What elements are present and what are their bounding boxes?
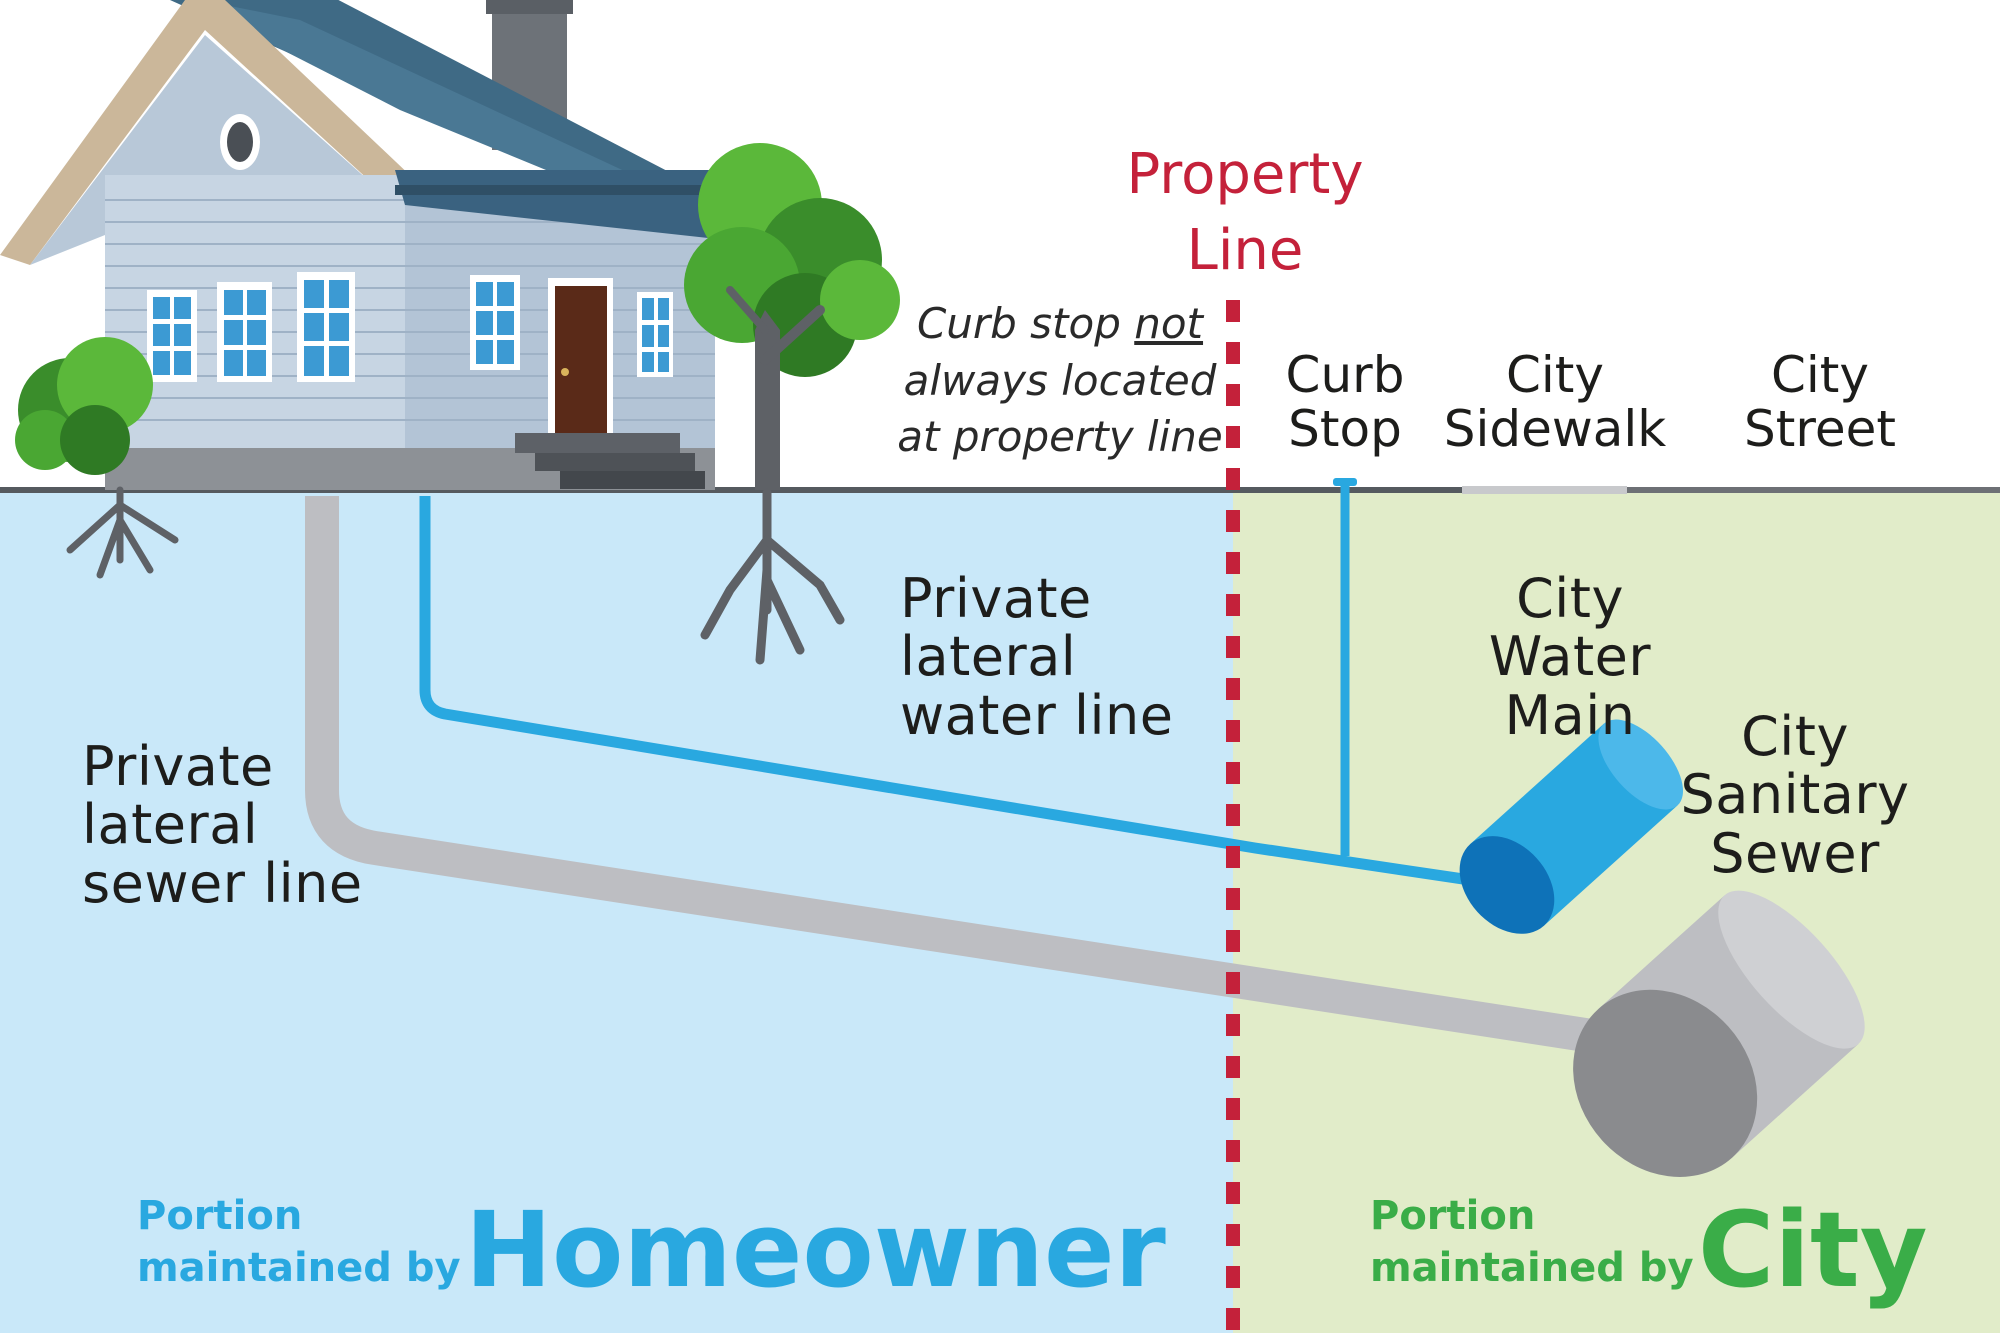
city-water-main-pipe bbox=[1459, 719, 1684, 934]
private-sewer-pipe bbox=[305, 496, 1653, 1062]
private-water-line-label: Private lateral water line bbox=[900, 567, 1174, 747]
curb-stop-riser bbox=[1333, 478, 1357, 856]
curb-stop-note-line2: always located bbox=[903, 355, 1217, 405]
curb-stop-note-prefix: Curb stop bbox=[916, 299, 1135, 348]
city-sanitary-sewer-label-line1: City bbox=[1741, 705, 1849, 768]
curb-stop-label-line2: Stop bbox=[1288, 400, 1402, 458]
curb-stop-note-line1: Curb stop not bbox=[880, 296, 1240, 353]
private-sewer-line-label-line1: Private bbox=[82, 735, 274, 798]
city-sanitary-sewer-label: City Sanitary Sewer bbox=[1665, 705, 1925, 885]
private-water-line-label-line1: Private bbox=[900, 567, 1092, 630]
city-sanitary-sewer-label-line3: Sewer bbox=[1710, 821, 1880, 885]
private-water-line-label-line2: lateral bbox=[900, 625, 1077, 689]
tree-illustration bbox=[684, 143, 900, 665]
curb-stop-note-line3: at property line bbox=[897, 412, 1223, 462]
city-water-main-label-line3: Main bbox=[1504, 683, 1636, 747]
city-portion-line2: maintained by bbox=[1370, 1245, 1694, 1291]
private-water-pipe bbox=[419, 496, 1471, 886]
city-street-label-line1: City bbox=[1771, 346, 1869, 404]
city-sidewalk-label-line1: City bbox=[1506, 346, 1604, 404]
private-water-line-label-line3: water line bbox=[900, 683, 1174, 747]
city-water-main-label-line1: City bbox=[1516, 567, 1624, 630]
property-line-label: Property Line bbox=[1090, 137, 1400, 288]
curb-stop-note-emphasis: not bbox=[1134, 299, 1204, 348]
city-sanitary-sewer-label-line2: Sanitary bbox=[1680, 763, 1910, 827]
city-water-main-label-line2: Water bbox=[1488, 625, 1652, 689]
property-line-label-line1: Property bbox=[1126, 142, 1364, 207]
homeowner-portion-line2: maintained by bbox=[137, 1245, 461, 1291]
city-portion-title: City bbox=[1698, 1189, 1928, 1311]
curb-stop-label-line1: Curb bbox=[1285, 346, 1405, 404]
homeowner-portion-caption: Portion maintained by bbox=[137, 1190, 461, 1294]
city-sanitary-sewer-pipe bbox=[1573, 890, 1865, 1177]
city-sidewalk-label: City Sidewalk bbox=[1430, 348, 1680, 456]
ground-line bbox=[0, 486, 2000, 494]
house-illustration bbox=[0, 0, 800, 490]
city-sidewalk-label-line2: Sidewalk bbox=[1443, 400, 1667, 458]
left-bush-illustration bbox=[15, 337, 179, 579]
city-water-main-label: City Water Main bbox=[1470, 567, 1670, 747]
homeowner-zone bbox=[0, 490, 1233, 1333]
private-sewer-line-label-line2: lateral bbox=[82, 793, 259, 857]
private-sewer-line-label-line3: sewer line bbox=[82, 851, 363, 915]
curb-stop-label: Curb Stop bbox=[1270, 348, 1420, 456]
city-portion-caption: Portion maintained by bbox=[1370, 1190, 1694, 1294]
homeowner-portion-line1: Portion bbox=[137, 1193, 303, 1239]
curb-stop-note: Curb stop not always located at property… bbox=[880, 296, 1240, 466]
homeowner-portion-title: Homeowner bbox=[465, 1189, 1166, 1311]
city-zone bbox=[1233, 490, 2000, 1333]
property-line-label-line2: Line bbox=[1186, 217, 1304, 283]
city-portion-line1: Portion bbox=[1370, 1193, 1536, 1239]
private-sewer-line-label: Private lateral sewer line bbox=[82, 735, 363, 915]
city-street-label: City Street bbox=[1720, 348, 1920, 456]
city-street-label-line2: Street bbox=[1744, 400, 1896, 458]
